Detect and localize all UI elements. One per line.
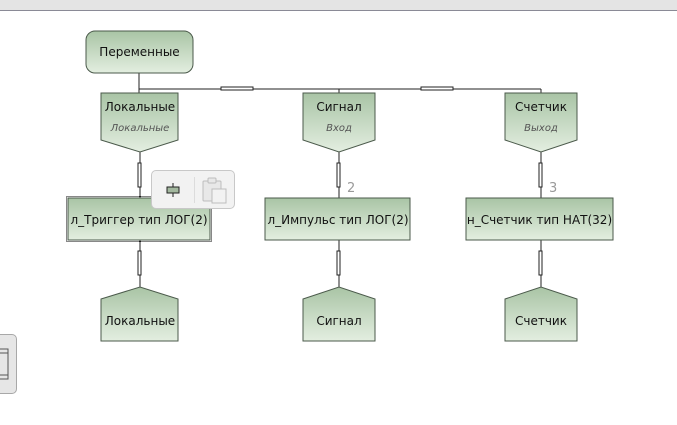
footer-label: Сигнал — [316, 314, 361, 328]
variable-node-signal[interactable]: л_Импульс тип ЛОГ(2) — [264, 197, 411, 241]
footer-label: Счетчик — [515, 314, 567, 328]
bus-link-marker[interactable] — [220, 86, 254, 91]
footer-node-counter[interactable]: Счетчик — [504, 286, 578, 342]
header-node-local[interactable]: Локальные Локальные — [100, 92, 179, 153]
header-subtitle: Выход — [524, 123, 558, 134]
column-counter: Счетчик Выход 3 н_Счетчик тип НАТ(32) Сч… — [465, 92, 614, 342]
link-marker[interactable] — [538, 162, 543, 188]
root-node[interactable]: Переменные — [85, 30, 194, 74]
variable-label: л_Триггер тип ЛОГ(2) — [70, 213, 207, 227]
link-marker[interactable] — [538, 250, 543, 276]
popup-separator — [194, 177, 195, 203]
header-node-signal[interactable]: Сигнал Вход — [302, 92, 376, 153]
link-marker[interactable] — [336, 162, 341, 188]
side-panel-toggle[interactable] — [0, 334, 17, 394]
panel-toggle-icon — [0, 348, 9, 380]
header-subtitle: Локальные — [110, 123, 170, 134]
header-title: Счетчик — [515, 100, 567, 114]
variable-label: н_Счетчик тип НАТ(32) — [467, 213, 612, 227]
link-marker[interactable] — [336, 250, 341, 276]
column-local: Локальные Локальные л_Триггер тип ЛОГ(2)… — [66, 92, 212, 342]
footer-label: Локальные — [105, 314, 175, 328]
header-subtitle: Вход — [326, 123, 352, 134]
footer-node-signal[interactable]: Сигнал — [302, 286, 376, 342]
paste-button[interactable] — [196, 173, 234, 207]
variable-label: л_Импульс тип ЛОГ(2) — [267, 213, 408, 227]
selection-outline — [66, 196, 212, 242]
insert-block-button[interactable] — [154, 173, 192, 207]
variable-node-counter[interactable]: н_Счетчик тип НАТ(32) — [465, 197, 614, 241]
paste-icon — [202, 177, 227, 204]
root-node-label: Переменные — [99, 45, 179, 59]
header-node-counter[interactable]: Счетчик Выход — [504, 92, 578, 153]
column-signal: Сигнал Вход 2 л_Импульс тип ЛОГ(2) Сигна… — [264, 92, 411, 342]
port-number: 3 — [549, 181, 557, 196]
insert-block-icon — [166, 183, 180, 197]
bus-link-marker[interactable] — [420, 86, 454, 91]
variable-node-local[interactable]: л_Триггер тип ЛОГ(2) — [66, 196, 212, 242]
top-toolbar-strip — [0, 0, 677, 11]
header-title: Локальные — [105, 100, 175, 114]
footer-node-local[interactable]: Локальные — [100, 286, 179, 342]
header-title: Сигнал — [316, 100, 361, 114]
link-marker[interactable] — [137, 250, 142, 276]
link-marker[interactable] — [137, 162, 142, 188]
node-action-popup — [151, 170, 235, 209]
port-number: 2 — [347, 181, 355, 196]
